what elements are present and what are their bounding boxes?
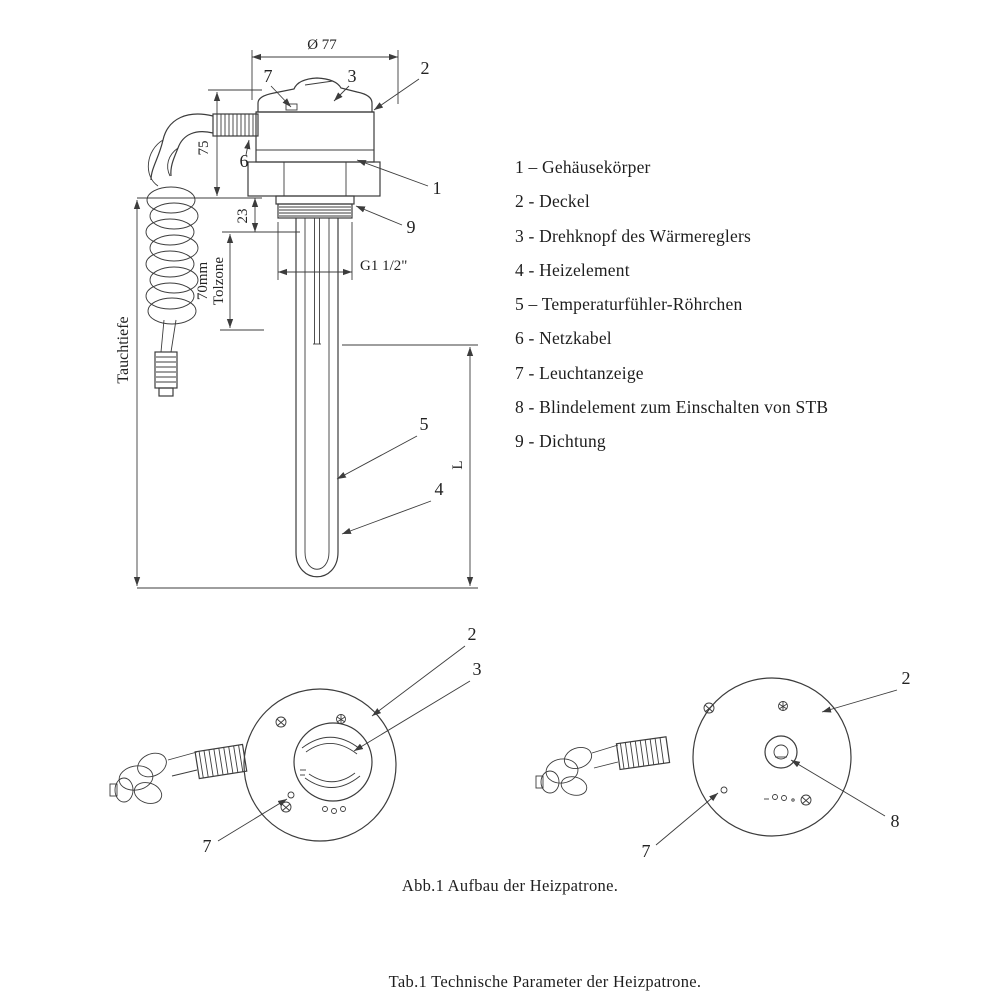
callout-3-label: 3	[348, 66, 357, 86]
legend-item: 7 - Leuchtanzeige	[515, 362, 644, 383]
hex-nut	[247, 161, 381, 197]
callout-6-label: 6	[240, 151, 249, 171]
legend-item: 2 - Deckel	[515, 191, 590, 212]
callout-7-top: 7	[264, 66, 292, 108]
callout-7-label: 7	[264, 66, 273, 86]
height75-label: 75	[196, 141, 212, 156]
tolerance-value-label: 70mm	[195, 262, 211, 301]
callout-5-label: 5	[420, 414, 429, 434]
tolerance-name-label: Tolzone	[211, 257, 227, 305]
callout-7-left-view: 7	[203, 798, 288, 856]
callout-4-label: 4	[435, 479, 444, 499]
led-indicator	[720, 786, 728, 794]
dimension-tolzone: 70mm Tolzone	[195, 234, 264, 331]
dimension-75: 75	[196, 89, 262, 196]
gasket-height-label: 23	[235, 209, 251, 224]
cable-gland-right-view	[615, 736, 671, 771]
torx-screw-icon	[336, 714, 346, 724]
screw-icon	[703, 702, 715, 714]
gasket-and-thread	[275, 195, 355, 219]
legend-item: 9 - Dichtung	[515, 431, 606, 452]
callout-8-right-view: 8	[790, 759, 900, 831]
screw-icon	[280, 801, 292, 813]
stb-blind-element	[764, 735, 798, 769]
callout-1: 1	[356, 159, 442, 198]
callout-3-left-view: 3	[353, 659, 482, 752]
bottom-view-left: 2 3 7	[109, 624, 482, 856]
legend-item: 8 - Blindelement zum Einschalten von STB	[515, 397, 829, 418]
legend-item: 5 – Temperaturfühler-Röhrchen	[515, 294, 743, 315]
led-indicator	[287, 791, 295, 799]
callout-2-top: 2	[373, 58, 430, 111]
plug-bundle	[535, 744, 619, 796]
main-assembly-drawing: Ø 77 7 3 2	[115, 37, 478, 589]
callout-2-left-view: 2	[371, 624, 477, 717]
length-label: L	[450, 460, 466, 469]
callout-3-top: 3	[333, 66, 357, 102]
callout-8-label: 8	[891, 811, 900, 831]
callout-5: 5	[336, 414, 429, 480]
legend-item: 6 - Netzkabel	[515, 328, 612, 349]
callout-7-right-view: 7	[642, 792, 719, 861]
parts-legend: 1 – Gehäusekörper 2 - Deckel 3 - Drehkno…	[515, 150, 828, 459]
power-cable-coil	[145, 113, 214, 397]
cable-gland-left-view	[194, 743, 248, 780]
thread-label: G1 1/2"	[360, 258, 407, 274]
callout-9: 9	[355, 205, 416, 237]
bottom-view-right: 2 8 7	[535, 668, 911, 861]
callout-9-label: 9	[407, 217, 416, 237]
figure-caption: Abb.1 Aufbau der Heizpatrone.	[401, 876, 619, 895]
callout-2-label: 2	[468, 624, 477, 644]
dimension-23: 23	[222, 198, 300, 233]
legend-item: 4 - Heizelement	[515, 259, 630, 280]
screw-icon	[800, 794, 812, 806]
cable-gland	[212, 113, 259, 137]
dimension-tauchtiefe: Tauchtiefe	[115, 197, 478, 589]
callout-3-label: 3	[473, 659, 482, 679]
callout-2-label: 2	[902, 668, 911, 688]
callout-6: 6	[240, 139, 251, 171]
dimension-diameter: Ø 77	[251, 37, 399, 104]
torx-screw-icon	[778, 701, 788, 711]
screw-icon	[275, 716, 287, 728]
legend-item: 3 - Drehknopf des Wärmereglers	[515, 225, 752, 246]
table-caption: Tab.1 Technische Parameter der Heizpatro…	[388, 972, 702, 991]
diameter-label: Ø 77	[307, 37, 337, 53]
callout-1-label: 1	[433, 178, 442, 198]
legend-item: 1 – Gehäusekörper	[515, 157, 651, 177]
dimension-L: L	[342, 344, 478, 586]
callout-2-right-view: 2	[821, 668, 911, 713]
callout-7-label: 7	[642, 841, 651, 861]
callout-7-label: 7	[203, 836, 212, 856]
immersion-depth-label: Tauchtiefe	[115, 316, 132, 383]
callout-2-label: 2	[421, 58, 430, 78]
housing-body	[255, 111, 375, 163]
plug-bundle	[109, 751, 198, 804]
dimension-thread: G1 1/2"	[277, 222, 407, 280]
callout-4: 4	[341, 479, 444, 535]
